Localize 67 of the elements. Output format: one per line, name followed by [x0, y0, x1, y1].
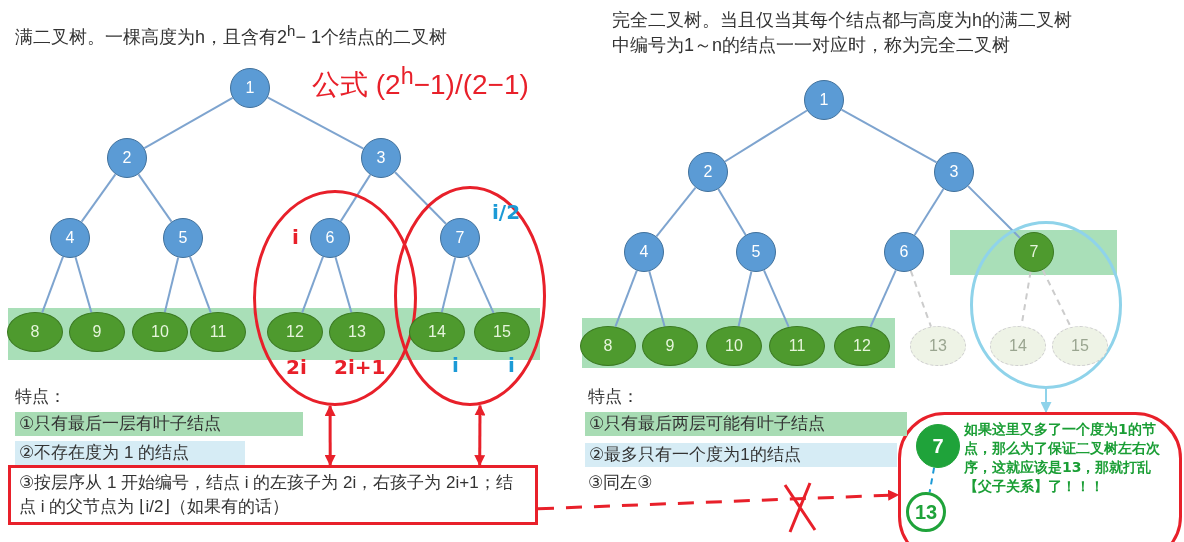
tree-edge — [334, 256, 353, 314]
tree-edge — [80, 173, 117, 223]
tree-edge — [869, 269, 897, 328]
double-arrow — [474, 404, 486, 467]
feature-item: ②最多只有一个度为1的结点 — [585, 443, 897, 467]
node-circle: 7 — [440, 218, 480, 258]
handwritten-note: i — [292, 225, 299, 249]
tree-edge — [301, 255, 324, 314]
tree-edge — [467, 255, 495, 314]
tree-edge — [189, 255, 212, 314]
node-circle: 1 — [230, 68, 270, 108]
tree-edge — [913, 188, 945, 236]
node-circle: 1 — [804, 80, 844, 120]
tree-edge — [763, 269, 790, 328]
tree-edge — [717, 188, 747, 236]
node-circle: 5 — [736, 232, 776, 272]
node-circle: 4 — [50, 218, 90, 258]
feature-item: ③同左③ — [588, 472, 653, 494]
double-arrow — [324, 404, 336, 467]
node-ellipse: 13 — [910, 326, 966, 366]
node-circle: 6 — [310, 218, 350, 258]
dashed-line — [928, 466, 936, 494]
node-circle: 6 — [884, 232, 924, 272]
tree-edge — [840, 108, 938, 164]
tree-edge — [614, 269, 638, 328]
tree-edge — [163, 256, 180, 314]
tree-edge — [143, 96, 234, 150]
tree-edge — [724, 109, 808, 163]
node-ellipse: 15 — [1052, 326, 1108, 366]
node-circle: 13 — [906, 492, 946, 532]
dashed-line — [909, 269, 932, 328]
handwritten-note: i — [508, 353, 515, 377]
node-circle: 3 — [361, 138, 401, 178]
feature-item: ①只有最后两层可能有叶子结点 — [585, 412, 907, 436]
heading: 完全二叉树。当且仅当其每个结点都与高度为h的满二叉树中编号为1～n的结点一一对应时，称为完全二叉树 — [612, 9, 1073, 58]
node-circle: 7 — [916, 424, 960, 468]
annotation-text: 如果这里又多了一个度为1的节点，那么为了保证二叉树左右次序，这就应该是13，那就打乱【父子关系】了！！！ — [964, 420, 1161, 496]
node-circle: 5 — [163, 218, 203, 258]
tree-edge — [737, 270, 753, 328]
node-circle: 4 — [624, 232, 664, 272]
arrow — [1040, 388, 1052, 414]
tree-edge — [655, 186, 697, 238]
tree-edge — [137, 173, 173, 223]
tree-edge — [967, 185, 1021, 239]
feature-item: ③按层序从 1 开始编号，结点 i 的左孩子为 2i，右孩子为 2i+1；结点 i 的父节点为 ⌊i/2⌋（如果有的话） — [8, 465, 538, 525]
tree-edge — [74, 256, 93, 314]
tree-edge — [339, 173, 372, 223]
handwritten-note: i — [452, 353, 459, 377]
feature-item: ①只有最后一层有叶子结点 — [15, 412, 303, 436]
heading: 满二叉树。一棵高度为h，且含有2$^{h}$− 1个结点的二叉树 — [15, 21, 447, 49]
node-circle: 2 — [688, 152, 728, 192]
tree-edge — [440, 256, 457, 314]
dashed-arrow — [537, 489, 900, 511]
tree-edge — [41, 255, 64, 314]
node-circle: 3 — [934, 152, 974, 192]
node-circle: 2 — [107, 138, 147, 178]
tree-edge — [648, 270, 666, 328]
tree-edge — [394, 171, 447, 225]
feature-item: ②不存在度为 1 的结点 — [15, 441, 245, 465]
handwritten-note: 2i+1 — [334, 355, 386, 379]
node-ellipse: 14 — [990, 326, 1046, 366]
section-label: 特点： — [15, 386, 66, 408]
handwritten-formula: 公式 (2$^{h}$−1)/(2−1) — [312, 62, 529, 103]
section-label: 特点： — [588, 386, 639, 408]
handwritten-note: i/2 — [492, 200, 521, 224]
tree-edge — [266, 96, 365, 150]
handwritten-note: 2i — [286, 355, 307, 379]
